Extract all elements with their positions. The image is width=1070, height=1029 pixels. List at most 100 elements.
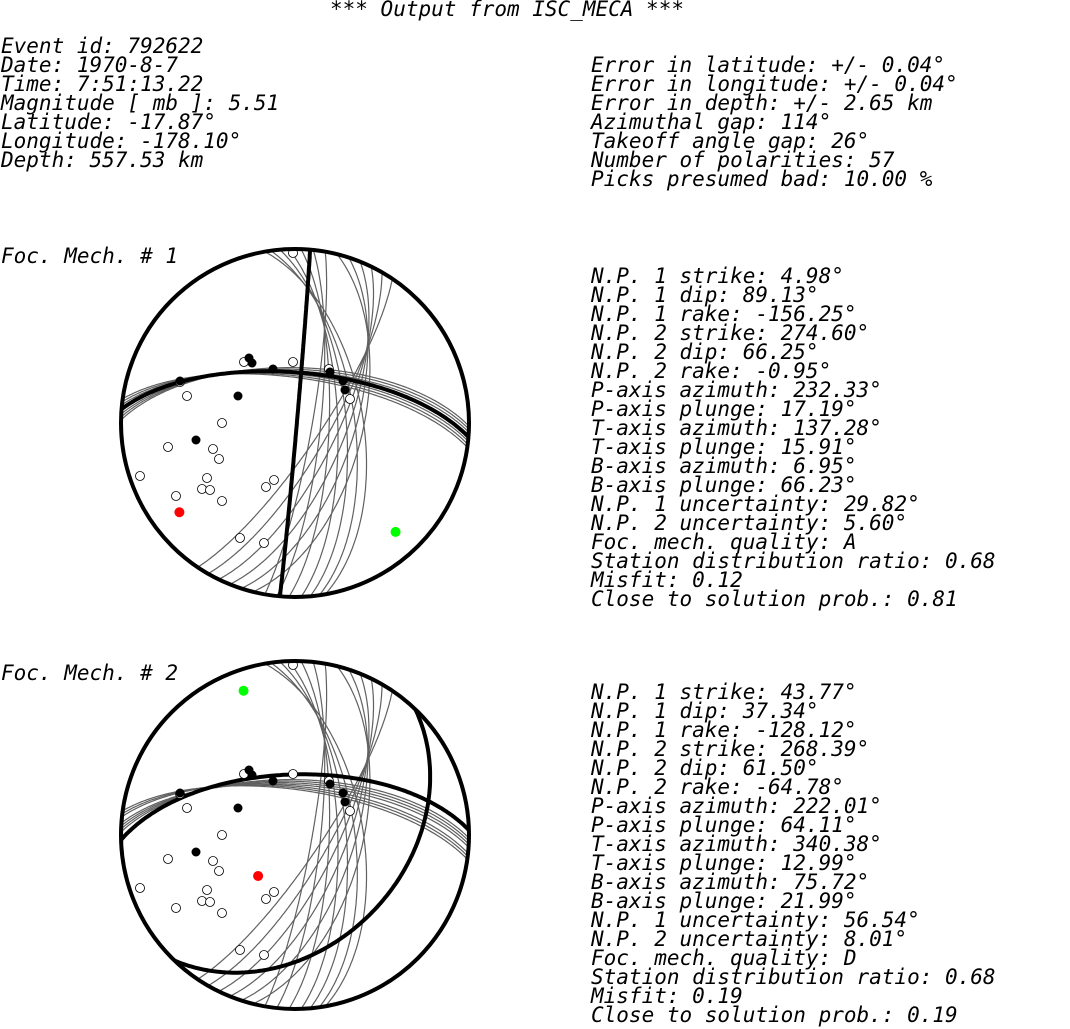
event-time: Time: 7:51:13.22 [1,72,203,96]
compression-station [191,435,201,445]
trial-plane [276,249,326,597]
mechanism-2-param: N.P. 2 dip: 61.50° [590,756,819,780]
mechanism-2-param: Foc. mech. quality: D [591,946,857,970]
dilatation-station [217,418,227,428]
error-longitude: Error in longitude: +/- 0.04° [591,72,958,96]
p-axis-marker [174,507,185,518]
dilatation-station [217,908,227,918]
dilatation-station [205,897,215,907]
mechanism-1-param: Station distribution ratio: 0.68 [591,549,996,573]
trial-plane [121,783,469,848]
event-date: Date: 1970-8-7 [0,53,178,77]
dilatation-station [171,491,181,501]
dilatation-station [214,454,224,464]
mechanism-2-param: Station distribution ratio: 0.68 [591,965,996,989]
mechanism-2-param: T-axis plunge: 12.99° [591,851,857,875]
trial-plane [229,261,370,585]
report-title: *** Output from ISC_MECA *** [330,0,684,21]
error-latitude: Error in latitude: +/- 0.04° [591,53,945,77]
trial-plane [288,249,339,597]
trial-plane [121,783,469,854]
trial-plane [288,249,331,597]
dilatation-station [259,538,269,548]
trial-plane [121,781,469,845]
dilatation-station [205,485,215,495]
compression-station [268,776,278,786]
nodal-plane-2 [121,369,469,439]
compression-station [340,385,350,395]
mechanism-1-param: P-axis plunge: 17.19° [591,397,857,421]
mechanism-2-param: B-axis azimuth: 75.72° [591,870,869,894]
mechanism-1-param: N.P. 2 dip: 66.25° [590,340,819,364]
mechanism-2-beachball [119,659,471,1011]
dilatation-station [171,903,181,913]
trial-plane [288,661,331,1009]
trial-plane [264,663,328,1007]
compression-station [247,770,257,780]
mechanism-2-param: N.P. 1 uncertainty: 56.54° [590,908,920,932]
trial-plane [279,249,349,597]
mechanism-1-param: N.P. 1 dip: 89.13° [590,283,819,307]
dilatation-station [345,806,355,816]
compression-station [175,788,185,798]
compression-station [340,797,350,807]
dilatation-station [288,769,298,779]
event-info-block: Event id: 792622 Date: 1970-8-7 Time: 7:… [0,34,279,172]
dilatation-station [182,803,192,813]
mechanism-1-param: N.P. 2 strike: 274.60° [590,321,869,345]
mechanism-2-param: N.P. 1 dip: 37.34° [590,699,819,723]
mechanism-1-param: T-axis plunge: 15.91° [591,435,857,459]
mechanism-2-param: T-axis azimuth: 340.38° [591,832,882,856]
dilatation-station [261,482,271,492]
error-info-block: Error in latitude: +/- 0.04° Error in lo… [589,53,958,191]
compression-station [325,779,335,789]
mechanism-2-panel: Foc. Mech. # 2 N.P. 1 strike: 43.77°N.P.… [1,659,996,1027]
mechanism-2-param: N.P. 1 strike: 43.77° [590,680,857,704]
trial-plane [229,673,370,997]
trial-plane [240,257,369,590]
trial-plane [252,253,371,593]
dilatation-station [217,830,227,840]
takeoff-angle-gap: Takeoff angle gap: 26° [591,129,869,153]
mechanism-2-parameters: N.P. 1 strike: 43.77°N.P. 1 dip: 37.34° N… [590,680,996,1027]
event-longitude: Longitude: -178.10° [1,129,241,153]
dilatation-station [214,866,224,876]
nodal-plane-1 [173,708,433,975]
compression-station [325,367,335,377]
dilatation-station [182,391,192,401]
azimuthal-gap: Azimuthal gap: 114° [589,110,831,134]
dilatation-station [208,444,218,454]
dilatation-station [345,394,355,404]
compression-station [247,358,257,368]
mechanism-2-param: N.P. 2 rake: -64.78° [590,775,844,799]
event-magnitude: Magnitude [ mb ]: 5.51 [0,91,279,115]
dilatation-station [259,950,269,960]
trial-plane [121,367,469,427]
mechanism-2-param: N.P. 2 strike: 268.39° [590,737,869,761]
dilatation-station [208,856,218,866]
trial-plane [121,779,469,839]
mechanism-1-param: P-axis azimuth: 232.33° [591,378,882,402]
mechanism-1-param: B-axis azimuth: 6.95° [591,454,857,478]
mechanism-1-param: B-axis plunge: 66.23° [591,473,857,497]
compression-station [191,847,201,857]
trial-plane [264,251,368,595]
mechanism-1-param: Close to solution prob.: 0.81 [591,587,958,611]
nodal-plane-1 [277,249,313,597]
mechanism-1-label: Foc. Mech. # 1 [1,244,178,268]
mechanism-1-param: N.P. 1 uncertainty: 29.82° [590,492,920,516]
dilatation-station [235,533,245,543]
compression-station [233,391,243,401]
trial-plane [121,780,469,842]
trial-plane [270,662,358,1008]
event-latitude: Latitude: -17.87° [1,110,216,134]
dilatation-station [217,496,227,506]
dilatation-station [163,442,173,452]
trial-plane [207,272,383,575]
stereonet-outline [119,659,471,1011]
error-depth: Error in depth: +/- 2.65 km [591,91,933,115]
mechanism-1-param: N.P. 1 rake: -156.25° [590,302,857,326]
trial-plane [270,250,358,596]
dilatation-station [202,473,212,483]
trial-plane [218,678,375,992]
